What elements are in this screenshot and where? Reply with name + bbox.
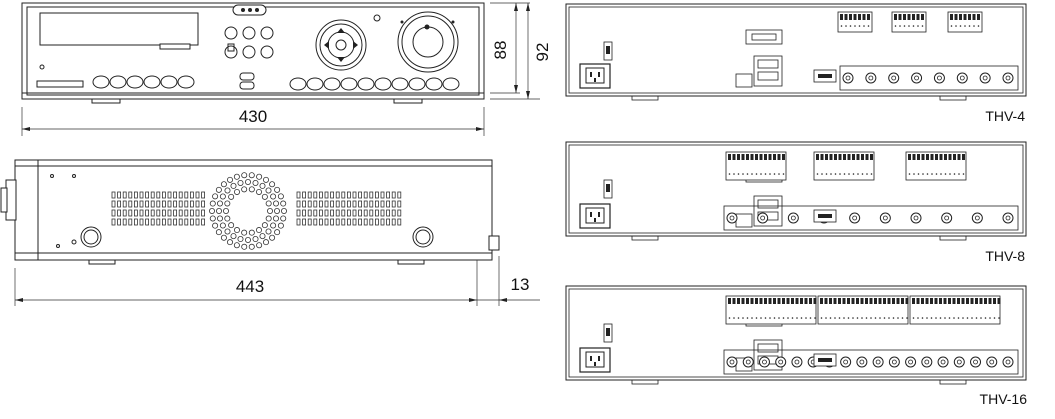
bnc-connector (933, 72, 945, 84)
side-vents-right (296, 191, 402, 226)
bnc-connector (953, 356, 965, 368)
rear-outline (565, 141, 1027, 237)
side-view (0, 159, 500, 265)
bnc-connector (971, 212, 983, 224)
bnc-connector (791, 356, 803, 368)
bnc-connector (872, 356, 884, 368)
navigation-pad (315, 19, 367, 71)
vga-port (745, 29, 783, 45)
bnc-connector (726, 212, 738, 224)
serial-ports (753, 55, 783, 87)
front-dimensions: 430 88 92 (21, 2, 552, 136)
rear-outline (565, 285, 1027, 381)
front-width-label: 430 (239, 107, 267, 126)
lan-port (735, 73, 753, 88)
bnc-connector (842, 72, 854, 84)
side-vents-left (111, 191, 206, 226)
bnc-connector (787, 212, 799, 224)
bnc-connector-strip (723, 349, 1019, 375)
bnc-connector (956, 72, 968, 84)
bnc-connector (1002, 72, 1014, 84)
fan-grille (208, 172, 287, 250)
front-view (21, 2, 485, 104)
bnc-connector (757, 212, 769, 224)
bnc-connector (775, 356, 787, 368)
model-label-thv-8: THV-8 (985, 248, 1025, 264)
front-height-label: 88 (491, 41, 510, 60)
bnc-connector (879, 212, 891, 224)
rear-panel-thv-8 (565, 141, 1027, 241)
model-label-thv-16: THV-16 (980, 391, 1028, 407)
disk-tray (36, 80, 84, 88)
bnc-connector (1002, 356, 1014, 368)
bnc-connector-strip (839, 65, 1019, 91)
bnc-connector (921, 356, 933, 368)
rear-panel-thv-4 (565, 3, 1027, 101)
bnc-connector (856, 356, 868, 368)
bnc-connector (937, 356, 949, 368)
bnc-connector-strip (723, 205, 1019, 231)
bnc-connector (905, 356, 917, 368)
front-height-total-label: 92 (533, 43, 552, 62)
bnc-connector (911, 72, 923, 84)
front-slot (159, 43, 191, 50)
bnc-connector (758, 356, 770, 368)
bnc-connector (986, 356, 998, 368)
bnc-connector (970, 356, 982, 368)
channel-buttons-left (92, 75, 195, 89)
side-dimensions: 443 13 (14, 256, 540, 306)
bnc-connector (910, 212, 922, 224)
lan-port (735, 213, 753, 228)
bnc-connector (979, 72, 991, 84)
bnc-connector (726, 356, 738, 368)
side-protrusion-label: 13 (511, 275, 530, 294)
bnc-connector (1002, 212, 1014, 224)
model-label-thv-4: THV-4 (985, 108, 1025, 124)
bnc-connector (849, 212, 861, 224)
rear-outline (565, 3, 1027, 97)
front-keypad (224, 26, 274, 59)
display-window (39, 12, 199, 46)
rear-panel-thv-16 (565, 285, 1027, 385)
side-depth-label: 443 (236, 277, 264, 296)
bnc-connector (840, 356, 852, 368)
bnc-connector (888, 72, 900, 84)
channel-buttons-right (289, 77, 460, 91)
bnc-connector (865, 72, 877, 84)
bnc-connector (941, 212, 953, 224)
bnc-connector (888, 356, 900, 368)
bnc-connector (742, 356, 754, 368)
shuttle-dial (397, 11, 459, 73)
